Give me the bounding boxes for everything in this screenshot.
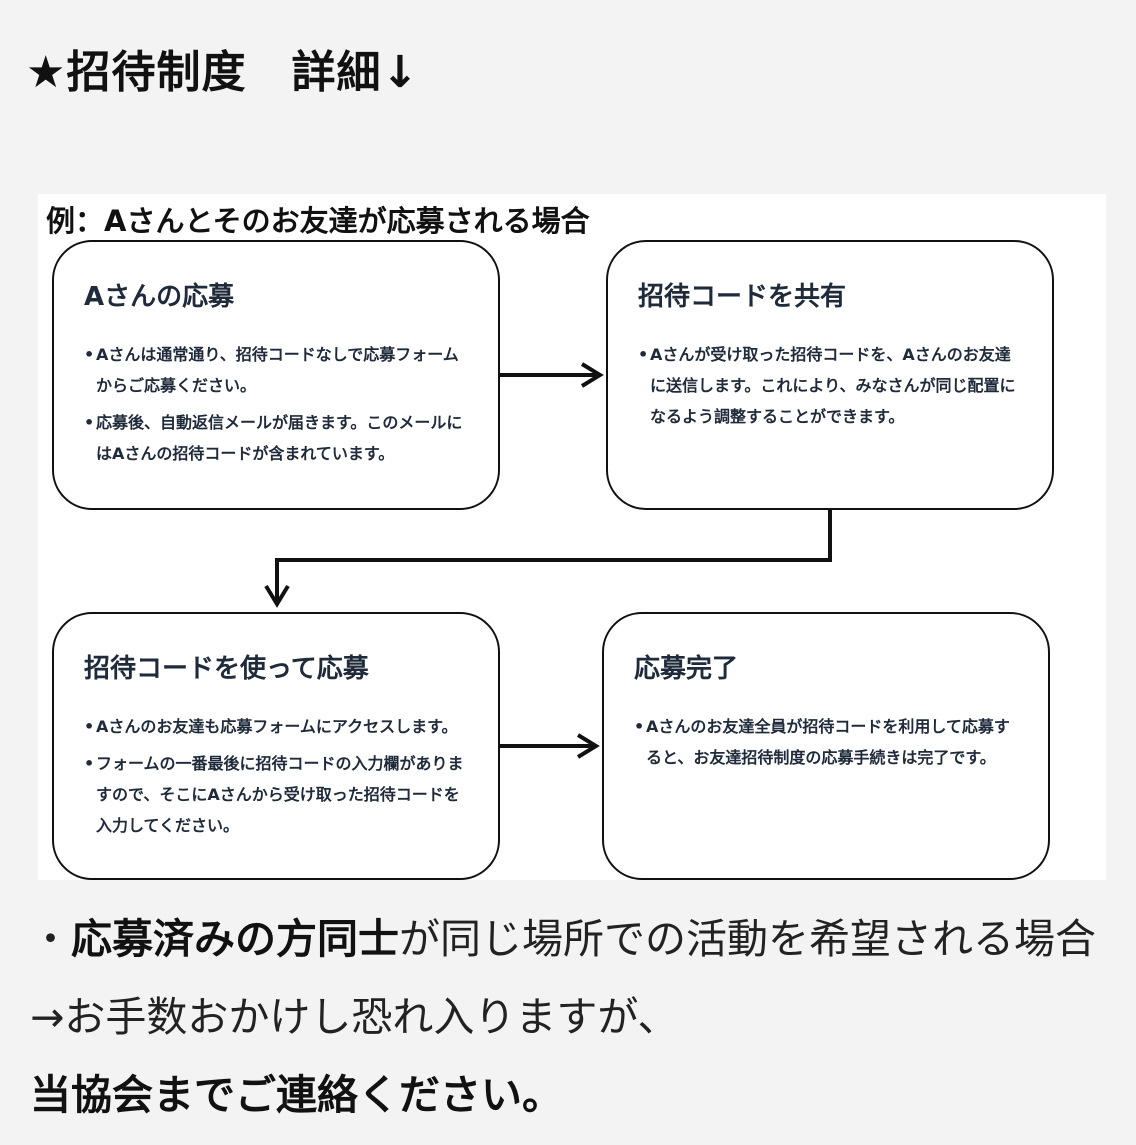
note-emphasis: 応募済みの方同士 — [71, 915, 399, 963]
arrow-right-icon — [500, 733, 600, 759]
step-title: Aさんの応募 — [84, 282, 235, 312]
step-bullet: Aさんのお友達全員が招待コードを利用して応募すると、お友達招待制度の応募手続きは… — [634, 711, 1022, 773]
contact-note: ・応募済みの方同士が同じ場所での活動を希望される場合→お手数おかけし恐れ入ります… — [30, 900, 1120, 1134]
step-bullet: 応募後、自動返信メールが届きます。このメールにはAさんの招待コードが含まれていま… — [84, 407, 472, 469]
step-card-apply-with-code: 招待コードを使って応募 Aさんのお友達も応募フォームにアクセスします。 フォーム… — [52, 612, 500, 880]
page-heading: ★招待制度 詳細↓ — [26, 47, 420, 98]
step-bullet: Aさんのお友達も応募フォームにアクセスします。 — [84, 711, 472, 742]
note-bullet: ・ — [30, 915, 71, 963]
step-bullet: Aさんは通常通り、招待コードなしで応募フォームからご応募ください。 — [84, 339, 472, 401]
step-card-apply: Aさんの応募 Aさんは通常通り、招待コードなしで応募フォームからご応募ください。… — [52, 240, 500, 510]
note-text: が同じ場所での活動を希望される場合→お手数おかけし恐れ入りますが、 — [30, 915, 1096, 1041]
flow-diagram: 例：Aさんとそのお友達が応募される場合 Aさんの応募 Aさんは通常通り、招待コー… — [38, 194, 1106, 880]
step-bullets: Aさんは通常通り、招待コードなしで応募フォームからご応募ください。 応募後、自動… — [84, 339, 472, 469]
step-bullet: Aさんが受け取った招待コードを、Aさんのお友達に送信します。これにより、みなさん… — [638, 339, 1026, 432]
step-card-complete: 応募完了 Aさんのお友達全員が招待コードを利用して応募すると、お友達招待制度の応… — [602, 612, 1050, 880]
note-contact-emphasis: 当協会までご連絡ください。 — [30, 1071, 563, 1119]
step-title: 応募完了 — [634, 654, 739, 684]
step-bullets: Aさんが受け取った招待コードを、Aさんのお友達に送信します。これにより、みなさん… — [638, 339, 1026, 432]
diagram-caption: 例：Aさんとそのお友達が応募される場合 — [46, 204, 590, 238]
step-bullets: Aさんのお友達全員が招待コードを利用して応募すると、お友達招待制度の応募手続きは… — [634, 711, 1022, 773]
step-title: 招待コードを使って応募 — [84, 654, 369, 684]
step-title: 招待コードを共有 — [638, 282, 847, 312]
arrow-elbow-down-icon — [264, 510, 832, 608]
step-bullet: フォームの一番最後に招待コードの入力欄がありますので、そこにAさんから受け取った… — [84, 748, 472, 841]
step-bullets: Aさんのお友達も応募フォームにアクセスします。 フォームの一番最後に招待コードの… — [84, 711, 472, 841]
step-card-share-code: 招待コードを共有 Aさんが受け取った招待コードを、Aさんのお友達に送信します。こ… — [606, 240, 1054, 510]
arrow-right-icon — [500, 362, 604, 388]
